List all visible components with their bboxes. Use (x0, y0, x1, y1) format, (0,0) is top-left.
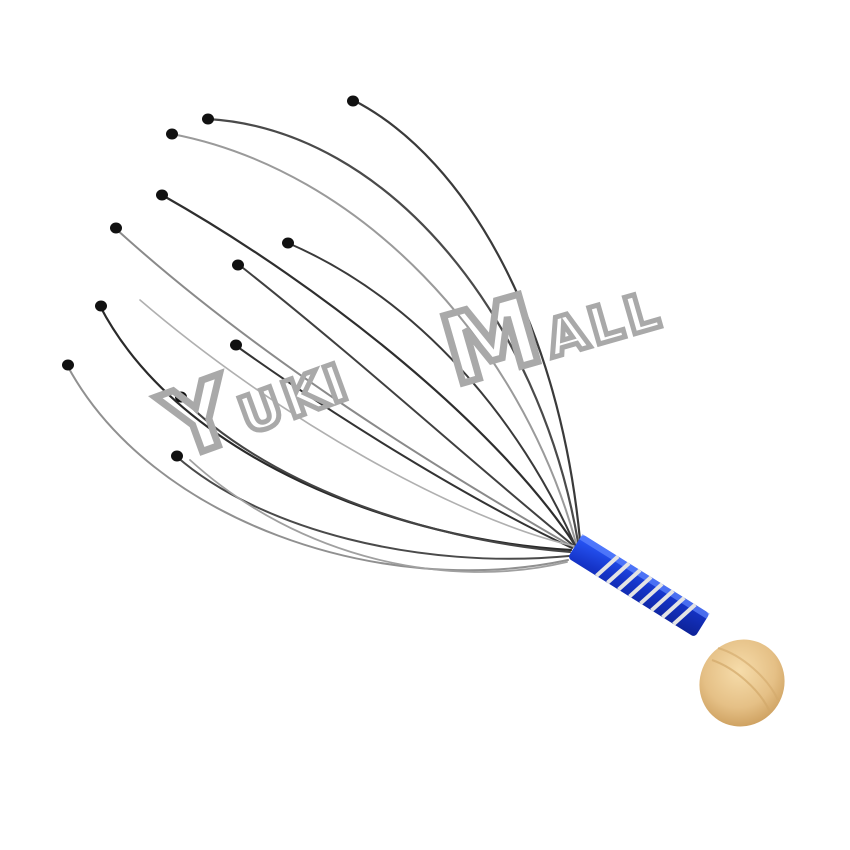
handle-stripes (595, 554, 697, 626)
wire-prong (179, 395, 571, 553)
wire-prongs (66, 98, 582, 573)
wire-prong (234, 344, 573, 549)
prong-tips (62, 95, 359, 462)
wire-prong (139, 299, 575, 547)
wire-prong (171, 133, 577, 544)
wire-prong (114, 227, 574, 548)
wire-prong (287, 242, 576, 546)
wire-prong (175, 455, 570, 560)
wooden-knob (699, 639, 785, 727)
wire-prong (189, 459, 568, 573)
wire-prong (206, 117, 580, 544)
wire-prong (237, 263, 575, 547)
wire-prong (66, 364, 569, 572)
wire-prong (98, 304, 573, 552)
wire-prong (351, 98, 582, 542)
wire-prong (160, 193, 577, 547)
massager-handle (569, 534, 710, 636)
